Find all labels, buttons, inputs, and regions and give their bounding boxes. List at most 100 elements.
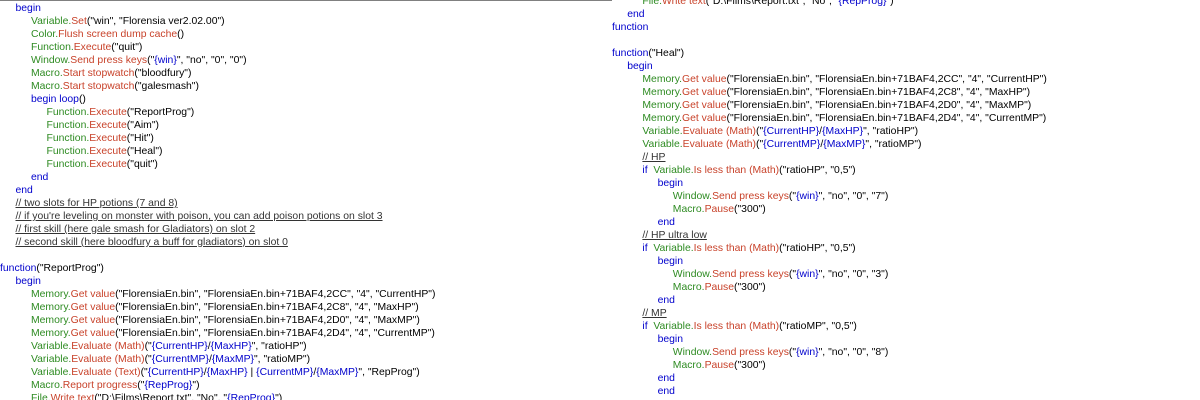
code-line[interactable]: Macro.Pause("300") (673, 281, 766, 294)
object-token: Macro. (672, 360, 705, 371)
code-line[interactable]: Window.Send press keys("{win}", "no", "0… (31, 54, 247, 67)
code-line[interactable]: Memory.Get value("FlorensiaEn.bin", "Flo… (31, 327, 435, 340)
code-line[interactable]: Variable.Evaluate (Math)("{CurrentHP}/{M… (31, 340, 307, 353)
code-line[interactable]: Function.Execute("quit") (31, 41, 142, 54)
code-line[interactable]: Memory.Get value("FlorensiaEn.bin", "Flo… (642, 112, 1046, 125)
code-line[interactable]: if Variable.Is less than (Math)("ratioHP… (642, 164, 855, 177)
string-token: (" (788, 347, 797, 358)
code-line[interactable]: begin (658, 177, 683, 190)
code-line[interactable]: Memory.Get value("FlorensiaEn.bin", "Flo… (31, 314, 420, 327)
string-token: ("ReportProg") (126, 107, 195, 118)
variable-token: {win} (796, 269, 819, 280)
code-line[interactable]: Window.Send press keys("{win}", "no", "0… (673, 190, 889, 203)
method-token: Write text (662, 0, 706, 7)
code-line[interactable]: Window.Send press keys("{win}", "no", "0… (673, 268, 889, 281)
code-line[interactable]: function (612, 21, 648, 34)
code-line[interactable]: Memory.Get value("FlorensiaEn.bin", "Flo… (31, 288, 435, 301)
code-line[interactable]: end (627, 8, 644, 21)
code-line[interactable]: // MP (642, 307, 666, 320)
variable-token: {MaxHP} (822, 126, 864, 137)
code-line[interactable]: // two slots for HP potions (7 and 8) (16, 197, 178, 210)
code-line[interactable]: Macro.Pause("300") (673, 359, 766, 372)
keyword-token: begin (657, 334, 684, 345)
code-line[interactable]: function("ReportProg") (0, 262, 104, 275)
code-line[interactable]: Memory.Get value("FlorensiaEn.bin", "Flo… (642, 73, 1046, 86)
method-token: Evaluate (Math) (682, 139, 756, 150)
code-line[interactable]: Variable.Evaluate (Math)("{CurrentMP}/{M… (31, 353, 310, 366)
code-line[interactable]: Memory.Get value("FlorensiaEn.bin", "Flo… (31, 301, 419, 314)
string-token: (" (755, 126, 764, 137)
variable-token: {MaxMP} (211, 354, 254, 365)
comment-token: // if you're leveling on monster with po… (15, 211, 383, 222)
comment-token: // MP (642, 308, 667, 319)
string-token: ", "no", "0", "0") (176, 55, 247, 66)
code-line[interactable]: Memory.Get value("FlorensiaEn.bin", "Flo… (642, 99, 1031, 112)
code-line[interactable]: Macro.Start stopwatch("bloodfury") (31, 67, 191, 80)
code-line[interactable]: // first skill (here gale smash for Glad… (16, 223, 256, 236)
variable-token: {MaxHP} (206, 367, 248, 378)
code-line[interactable]: end (658, 385, 675, 398)
code-line[interactable]: // HP (642, 151, 665, 164)
keyword-token: begin (657, 178, 684, 189)
code-line[interactable]: // if you're leveling on monster with po… (16, 210, 383, 223)
script-editor-right-pane[interactable]: Macro.Report progress("{RepProg}")File.W… (612, 0, 1200, 400)
keyword-token: function (612, 22, 649, 33)
code-line[interactable]: begin (658, 333, 683, 346)
method-token: Set (71, 16, 87, 27)
code-line[interactable]: begin (16, 275, 41, 288)
string-token: ("ratioMP", "0,5") (779, 321, 857, 332)
method-token: Write text (50, 393, 95, 400)
variable-token: {CurrentHP} (151, 341, 208, 352)
code-line[interactable]: Memory.Get value("FlorensiaEn.bin", "Flo… (642, 86, 1030, 99)
code-line[interactable]: end (16, 184, 33, 197)
string-token: / (203, 367, 207, 378)
code-line[interactable]: end (658, 294, 675, 307)
code-line[interactable]: begin (627, 60, 652, 73)
code-line[interactable]: Macro.Start stopwatch("galesmash") (31, 80, 199, 93)
method-token: Get value (70, 328, 116, 339)
object-token: Variable. (31, 16, 72, 27)
code-line[interactable]: end (658, 216, 675, 229)
code-line[interactable]: begin (658, 255, 683, 268)
string-token: ", "ratioHP") (251, 341, 307, 352)
code-line[interactable]: begin loop() (31, 93, 86, 106)
string-token: ("FlorensiaEn.bin", "FlorensiaEn.bin+71B… (115, 328, 435, 339)
keyword-token: end (15, 185, 33, 196)
code-line[interactable]: Function.Execute("quit") (47, 158, 158, 171)
method-token: Is less than (Math) (693, 243, 780, 254)
code-line[interactable]: Variable.Evaluate (Text)("{CurrentHP}/{M… (31, 366, 420, 379)
keyword-token: if (642, 165, 654, 176)
code-line[interactable]: Function.Execute("Aim") (47, 119, 160, 132)
code-line[interactable]: function("Heal") (612, 47, 684, 60)
code-line[interactable]: if Variable.Is less than (Math)("ratioMP… (642, 320, 856, 333)
code-line[interactable]: end (31, 171, 48, 184)
method-token: Evaluate (Math) (71, 354, 145, 365)
variable-token: {CurrentMP} (256, 367, 314, 378)
variable-token: {RepProg} (144, 380, 193, 391)
code-line[interactable]: Variable.Evaluate (Math)("{CurrentMP}/{M… (642, 138, 921, 151)
code-line[interactable]: Function.Execute("ReportProg") (47, 106, 195, 119)
code-line[interactable]: Variable.Evaluate (Math)("{CurrentHP}/{M… (642, 125, 918, 138)
code-line[interactable]: begin (16, 2, 41, 15)
keyword-token: begin (627, 61, 653, 72)
code-line[interactable]: File.Write text("D:\Films\Report.txt", "… (31, 392, 282, 400)
method-token: Start stopwatch (62, 68, 135, 79)
code-line[interactable]: if Variable.Is less than (Math)("ratioHP… (642, 242, 855, 255)
code-line[interactable]: File.Write text("D:\Films\Report.txt", "… (642, 0, 893, 8)
code-line[interactable]: Window.Send press keys("{win}", "no", "0… (673, 346, 889, 359)
code-line[interactable]: Macro.Pause("300") (673, 203, 766, 216)
code-line[interactable]: Color.Flush screen dump cache() (31, 28, 184, 41)
code-line[interactable]: // HP ultra low (642, 229, 707, 242)
code-line[interactable]: // second skill (here bloodfury a buff f… (16, 236, 288, 249)
comment-token: // HP ultra low (642, 230, 707, 241)
method-token: Send press keys (712, 191, 789, 202)
code-line[interactable]: Function.Execute("Heal") (47, 145, 163, 158)
object-token: Window. (672, 269, 713, 280)
keyword-token: begin (15, 276, 41, 287)
string-token: ("galesmash") (134, 81, 199, 92)
code-line[interactable]: Macro.Report progress("{RepProg}") (31, 379, 200, 392)
code-line[interactable]: Function.Execute("Hit") (47, 132, 154, 145)
code-line[interactable]: Variable.Set("win", "Florensia ver2.02.0… (31, 15, 225, 28)
code-line[interactable]: end (658, 372, 675, 385)
